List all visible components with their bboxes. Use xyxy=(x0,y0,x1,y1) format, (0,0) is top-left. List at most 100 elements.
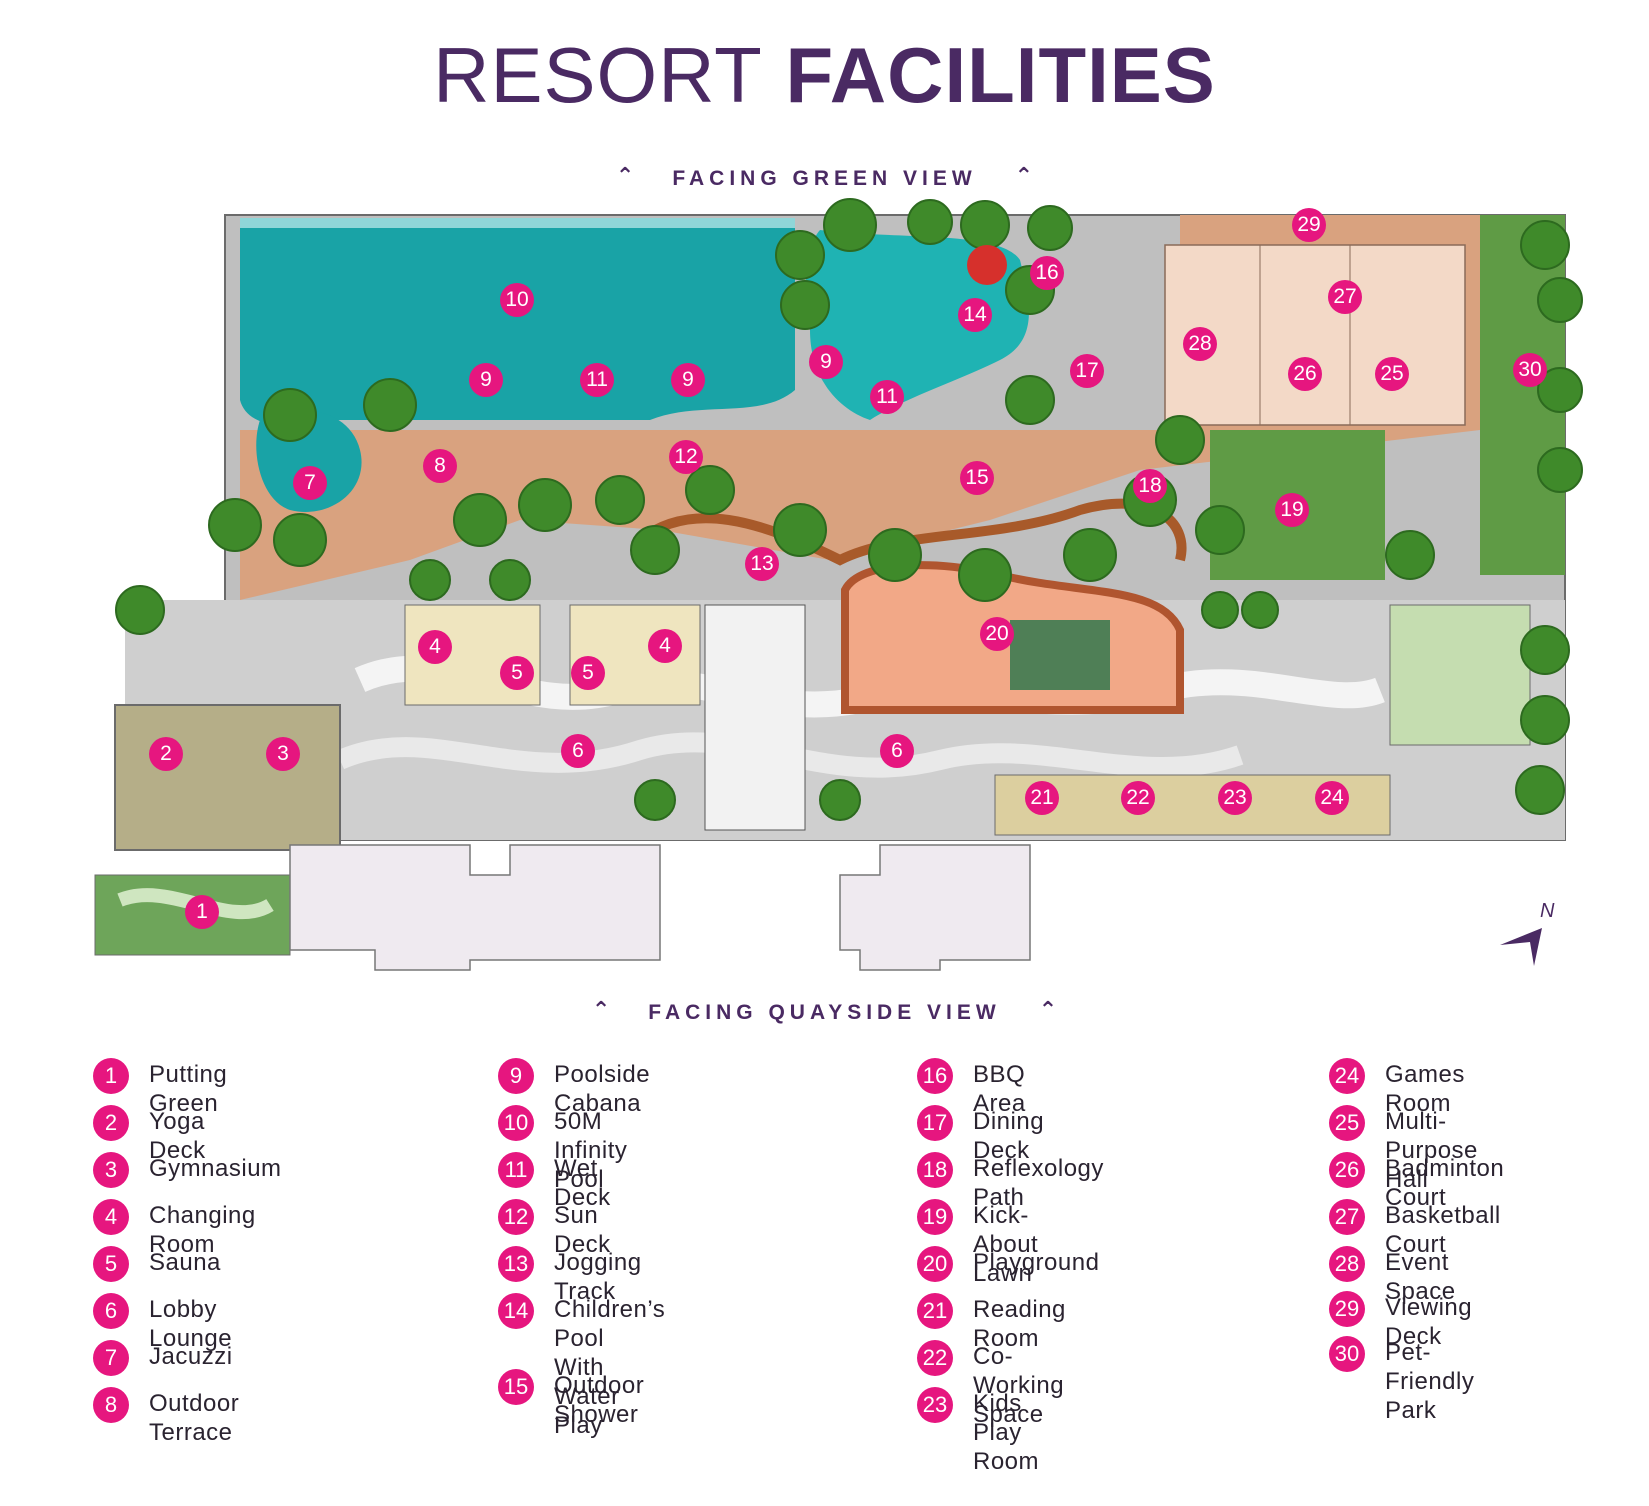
legend-number: 27 xyxy=(1329,1199,1365,1235)
legend-label: Outdoor Shower xyxy=(554,1372,645,1428)
legend-label: Poolside Cabana xyxy=(554,1061,651,1117)
legend-number: 4 xyxy=(93,1199,129,1235)
map-marker[interactable]: 8 xyxy=(423,449,457,483)
map-marker[interactable]: 26 xyxy=(1288,357,1322,391)
map-marker[interactable]: 23 xyxy=(1218,781,1252,815)
legend-label: Playground xyxy=(973,1249,1100,1276)
map-marker[interactable]: 13 xyxy=(745,547,779,581)
map-marker[interactable]: 9 xyxy=(469,363,503,397)
legend-label: Reading Room xyxy=(973,1296,1066,1352)
map-marker[interactable]: 11 xyxy=(870,380,904,414)
map-marker[interactable]: 7 xyxy=(293,466,327,500)
legend-number: 28 xyxy=(1329,1246,1365,1282)
facing-quayside-label: FACING QUAYSIDE VIEW xyxy=(648,1001,1001,1024)
legend-label: Viewing Deck xyxy=(1385,1294,1473,1350)
map-marker[interactable]: 4 xyxy=(648,629,682,663)
legend-label: Jogging Track xyxy=(554,1249,642,1305)
map-marker[interactable]: 9 xyxy=(809,345,843,379)
north-arrow: N xyxy=(1490,900,1560,975)
legend-label: 50M Infinity Pool xyxy=(554,1108,628,1193)
legend-label: Kids Play Room xyxy=(973,1390,1040,1475)
legend-number: 5 xyxy=(93,1246,129,1282)
map-marker[interactable]: 16 xyxy=(1030,256,1064,290)
legend-label: Yoga Deck xyxy=(149,1108,206,1164)
map-marker[interactable]: 27 xyxy=(1328,280,1362,314)
legend-number: 16 xyxy=(917,1058,953,1094)
chevron-up-icon: ⌃ xyxy=(1038,997,1058,1022)
map-marker[interactable]: 25 xyxy=(1375,357,1409,391)
map-marker[interactable]: 5 xyxy=(500,656,534,690)
legend-label: Badminton Court xyxy=(1385,1155,1505,1211)
legend-number: 12 xyxy=(498,1199,534,1235)
map-marker[interactable]: 6 xyxy=(880,734,914,768)
title-light: RESORT xyxy=(433,31,763,119)
legend-label: Reflexology Path xyxy=(973,1155,1104,1211)
compass-label: N xyxy=(1540,900,1555,922)
legend-label: Sun Deck xyxy=(554,1202,611,1258)
legend-item: 29 Viewing Deck xyxy=(1329,1291,1472,1351)
legend-number: 18 xyxy=(917,1152,953,1188)
map-marker[interactable]: 4 xyxy=(418,630,452,664)
chevron-up-icon: ⌃ xyxy=(591,997,611,1022)
map-marker[interactable]: 19 xyxy=(1275,493,1309,527)
map-marker[interactable]: 12 xyxy=(669,440,703,474)
legend-item: 18 Reflexology Path xyxy=(917,1152,1104,1212)
map-marker[interactable]: 29 xyxy=(1292,208,1326,242)
map-marker[interactable]: 6 xyxy=(561,734,595,768)
legend-label: Gymnasium xyxy=(149,1155,282,1182)
map-marker[interactable]: 30 xyxy=(1513,353,1547,387)
legend-number: 29 xyxy=(1329,1291,1365,1327)
play-structure xyxy=(1010,620,1110,690)
legend-label: Children’s Pool With Water Play xyxy=(554,1296,666,1439)
legend-label: Co-Working Space xyxy=(973,1343,1065,1428)
map-marker[interactable]: 3 xyxy=(266,737,300,771)
map-marker[interactable]: 15 xyxy=(960,461,994,495)
map-marker[interactable]: 11 xyxy=(580,363,614,397)
legend-item: 2 Yoga Deck xyxy=(93,1105,206,1165)
legend-number: 10 xyxy=(498,1105,534,1141)
legend-label: Outdoor Terrace xyxy=(149,1390,240,1446)
legend-number: 25 xyxy=(1329,1105,1365,1141)
legend-label: Pet-Friendly Park xyxy=(1385,1339,1475,1424)
map-marker[interactable]: 2 xyxy=(149,737,183,771)
map-marker[interactable]: 24 xyxy=(1315,781,1349,815)
tower-block-a xyxy=(289,844,661,971)
legend-number: 26 xyxy=(1329,1152,1365,1188)
legend-number: 2 xyxy=(93,1105,129,1141)
gym-building xyxy=(114,704,341,851)
map-marker[interactable]: 21 xyxy=(1025,781,1059,815)
map-marker[interactable]: 14 xyxy=(958,298,992,332)
map-marker[interactable]: 28 xyxy=(1183,327,1217,361)
map-marker[interactable]: 9 xyxy=(671,363,705,397)
legend-number: 11 xyxy=(498,1152,534,1188)
legend-number: 17 xyxy=(917,1105,953,1141)
map-marker[interactable]: 10 xyxy=(500,283,534,317)
map-marker[interactable]: 1 xyxy=(185,895,219,929)
map-marker[interactable]: 17 xyxy=(1070,354,1104,388)
map-marker[interactable]: 22 xyxy=(1121,781,1155,815)
legend-number: 23 xyxy=(917,1387,953,1423)
map-marker[interactable]: 5 xyxy=(571,656,605,690)
title-bold: FACILITIES xyxy=(785,31,1216,119)
legend-label: Sauna xyxy=(149,1249,221,1276)
map-marker[interactable]: 18 xyxy=(1133,469,1167,503)
facing-quayside-view: ⌃ FACING QUAYSIDE VIEW ⌃ xyxy=(0,997,1649,1025)
tree-canopy xyxy=(115,198,1583,821)
map-marker[interactable]: 20 xyxy=(980,617,1014,651)
play-dome xyxy=(967,245,1007,285)
legend-number: 6 xyxy=(93,1293,129,1329)
